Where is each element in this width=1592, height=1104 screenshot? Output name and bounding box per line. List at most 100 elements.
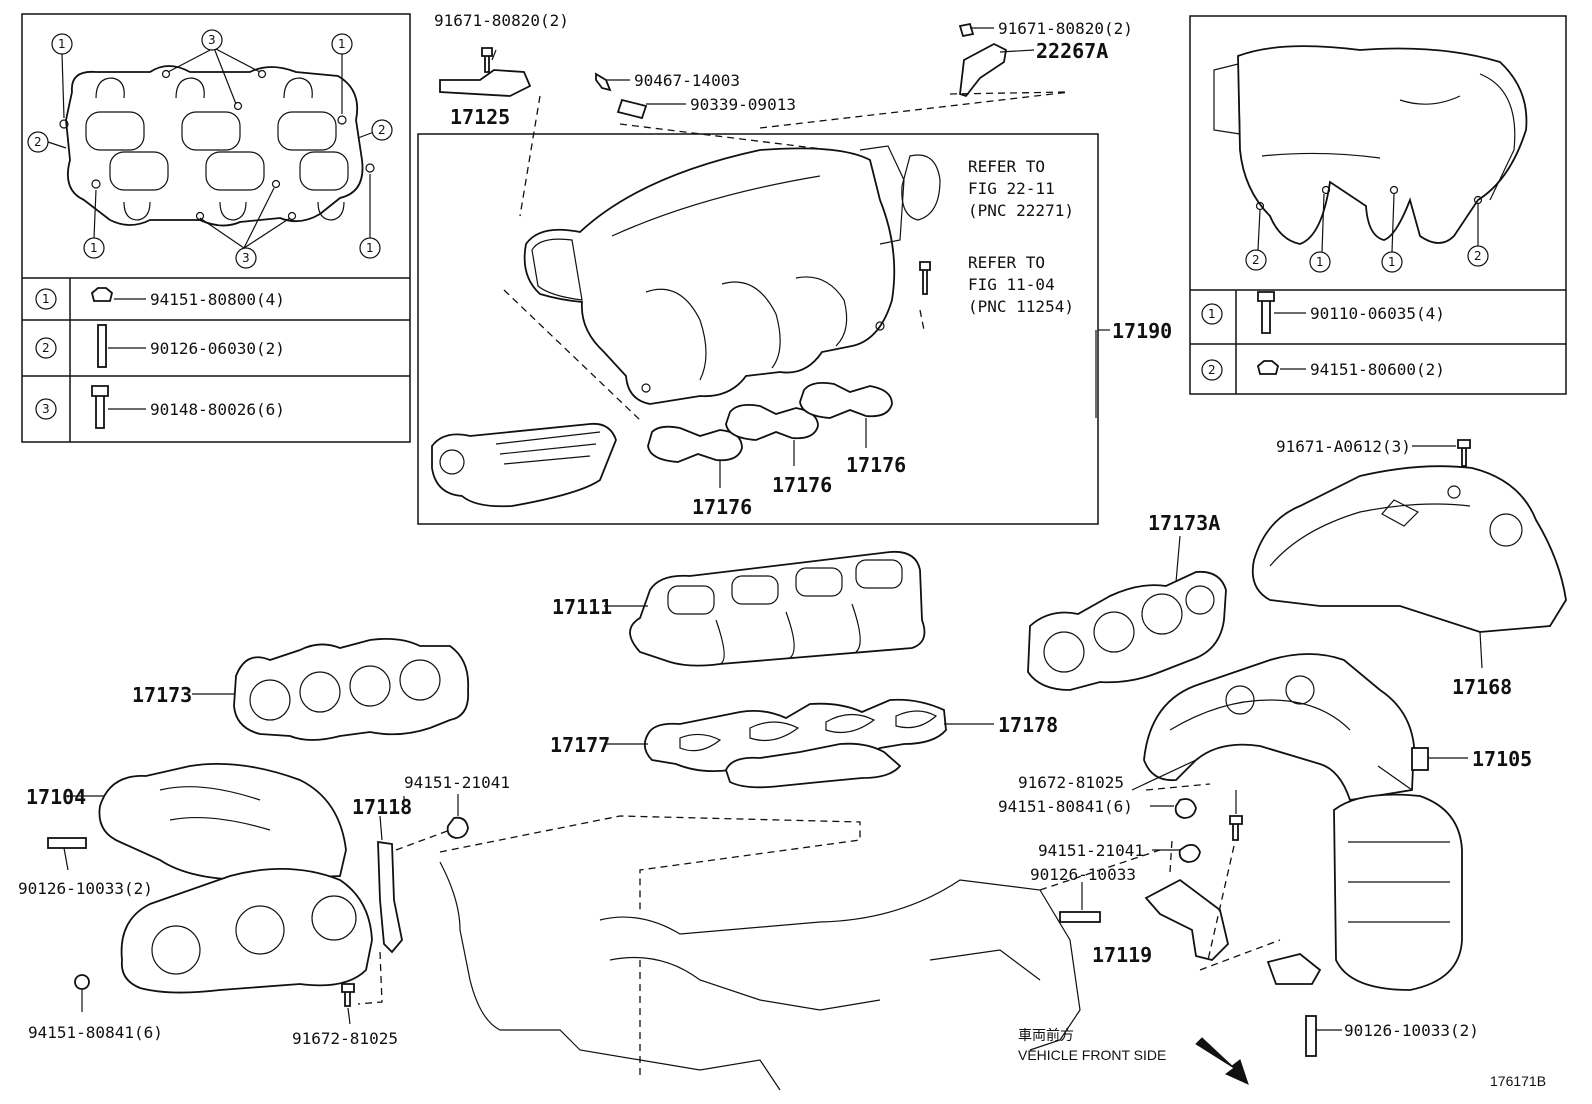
vehicle-front-jp: 車両前方 [1018, 1027, 1074, 1043]
vehicle-front-en: VEHICLE FRONT SIDE [1018, 1047, 1166, 1063]
label-17118: 17118 [352, 795, 412, 819]
legend-mark: 3 [42, 402, 50, 416]
label-91672-81025: 91672-81025 [292, 1029, 398, 1048]
nut-icon [446, 816, 469, 839]
sensor-bolt-icon [919, 261, 931, 295]
callout-mark: 2 [378, 123, 386, 137]
intake-manifold-body [523, 147, 896, 405]
callout-mark: 3 [242, 251, 250, 265]
lower-intake-17111 [629, 550, 926, 667]
refer-line-1: REFER TO [968, 157, 1045, 176]
intake-control-valve [431, 422, 617, 508]
label-17190: 17190 [1112, 319, 1172, 343]
label-91672-81025: 91672-81025 [1018, 773, 1124, 792]
label-90126-10033: 90126-10033(2) [1344, 1021, 1479, 1040]
flange-bolt-icon [91, 385, 109, 429]
label-17111: 17111 [552, 595, 612, 619]
label-90339-09013: 90339-09013 [690, 95, 796, 114]
label-91671-A0612: 91671-A0612(3) [1276, 437, 1411, 456]
gasket-17173A [1027, 535, 1227, 691]
inset-left-gasket-drawing [47, 47, 375, 249]
label-17178: 17178 [998, 713, 1058, 737]
upper-small-parts [439, 22, 1071, 295]
stud-bolt-icon [1305, 1015, 1317, 1057]
lower-intake-gaskets [604, 550, 994, 789]
callout-mark: 1 [338, 37, 346, 51]
nut-icon [1256, 360, 1280, 375]
exhaust-manifold-17104 [47, 762, 373, 1012]
callout-mark: 1 [366, 241, 374, 255]
label-17119: 17119 [1092, 943, 1152, 967]
gasket-17177 [643, 698, 947, 773]
callout-mark: 2 [1252, 253, 1260, 267]
label-22267A: 22267A [1036, 39, 1108, 63]
callout-mark: 1 [1316, 255, 1324, 269]
nut-icon [1174, 798, 1197, 819]
front-arrow-icon [1195, 1037, 1249, 1085]
legend-part-number: 90148-80026(6) [150, 400, 285, 419]
callout-mark: 2 [1474, 249, 1482, 263]
inset-right-manifold-drawing [1213, 45, 1528, 253]
label-17173: 17173 [132, 683, 192, 707]
callout-mark: 3 [208, 33, 216, 47]
bracket-17125 [439, 69, 532, 97]
heat-insulator-17168 [1251, 439, 1567, 669]
bolt-icon [481, 47, 493, 73]
legend-part-number: 90126-06030(2) [150, 339, 285, 358]
bolt-icon [1257, 291, 1275, 334]
label-17176: 17176 [846, 453, 906, 477]
inset-right-callouts: 2 1 1 2 [1245, 245, 1489, 273]
intake-manifold-group [417, 91, 1110, 525]
gasket-17178 [725, 742, 902, 789]
inset-left-callouts: 1 3 1 2 2 1 1 3 [27, 29, 393, 269]
legend-part-number: 90110-06035(4) [1310, 304, 1445, 323]
bolt-icon [1457, 439, 1471, 467]
stud-bolt-icon [97, 324, 107, 368]
callout-mark: 1 [58, 37, 66, 51]
callout-mark: 2 [34, 135, 42, 149]
nut-icon [74, 974, 90, 990]
label-17173A: 17173A [1148, 511, 1220, 535]
legend-mark: 2 [42, 341, 50, 355]
bracket-22267A [959, 42, 1007, 98]
catalytic-converter-right [1333, 793, 1463, 991]
label-90467-14003: 90467-14003 [634, 71, 740, 90]
legend-part-number: 94151-80600(2) [1310, 360, 1445, 379]
callout-mark: 1 [1388, 255, 1396, 269]
callout-mark: 1 [90, 241, 98, 255]
label-17104: 17104 [26, 785, 86, 809]
inset-left-legend: 1 94151-80800(4) 2 90126-06030(2) 3 9014… [35, 287, 285, 429]
bracket-17119 [1059, 783, 1243, 961]
label-90126-10033: 90126-10033(2) [18, 879, 153, 898]
label-90126-10033: 90126-10033 [1030, 865, 1136, 884]
leader-lines [403, 330, 1413, 800]
nut-icon [1178, 843, 1201, 863]
refer-line-2: FIG 22-11 [968, 179, 1055, 198]
nut-icon [90, 287, 114, 302]
engine-block-outline [439, 815, 1281, 1091]
legend-mark: 1 [1208, 307, 1216, 321]
inset-left: 1 3 1 2 2 1 1 3 1 94151-80800(4) 2 90126… [21, 13, 411, 443]
bracket-17118 [341, 794, 469, 1025]
bolt-icon [341, 983, 355, 1007]
bolt-icon [1229, 815, 1243, 841]
label-17168: 17168 [1452, 675, 1512, 699]
label-94151-21041: 94151-21041 [1038, 841, 1144, 860]
refer-line-3: (PNC 11254) [968, 297, 1074, 316]
legend-mark: 1 [42, 292, 50, 306]
part-labels: 91671-80820(2) 91671-80820(2) 22267A 904… [18, 11, 1546, 1089]
exhaust-manifold-17105 [1143, 653, 1468, 1057]
throttle-gasket [901, 154, 941, 221]
gaskets-17176 [647, 381, 893, 488]
stud-bolt-icon [1059, 911, 1101, 923]
bracket-clip [1411, 747, 1429, 771]
inset-right: 2 1 1 2 1 90110-06035(4) 2 94151-80600(2… [1189, 15, 1567, 395]
label-94151-80841: 94151-80841(6) [28, 1023, 163, 1042]
inset-right-legend: 1 90110-06035(4) 2 94151-80600(2) [1201, 291, 1445, 381]
figure-id: 176171B [1490, 1073, 1546, 1089]
bolt-icon [958, 22, 975, 38]
legend-part-number: 94151-80800(4) [150, 290, 285, 309]
label-17105: 17105 [1472, 747, 1532, 771]
label-94151-21041: 94151-21041 [404, 773, 510, 792]
